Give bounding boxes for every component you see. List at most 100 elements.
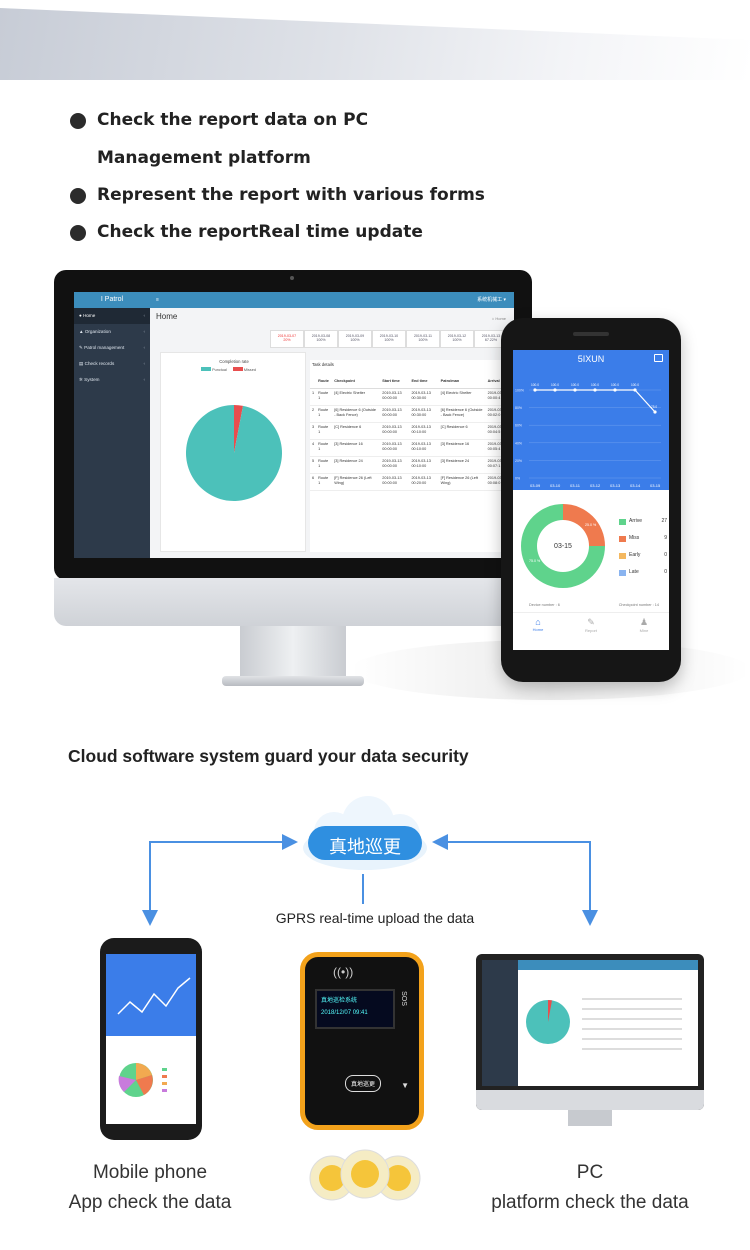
- top-banner: [0, 0, 750, 80]
- data-label: 100.0: [531, 383, 539, 387]
- table-cell: [4] Electric Shelter: [438, 388, 486, 406]
- sidebar-item-system[interactable]: ✲ System: [74, 372, 150, 388]
- tab-mine[interactable]: ♟Mine: [629, 617, 659, 633]
- date-label: 2019-03-13: [481, 334, 501, 338]
- date-label: 2019-03-07: [277, 334, 297, 338]
- device-screen-title: 真地巡检系统: [321, 998, 358, 1004]
- tab-label: Report: [584, 628, 597, 633]
- pie-slice-missed: [234, 405, 243, 453]
- small-monitor: [476, 954, 704, 1110]
- phone-speaker: [573, 332, 609, 336]
- rfid-tags: [309, 1149, 421, 1201]
- calendar-icon[interactable]: [654, 354, 663, 362]
- date-label: 2019-03-12: [447, 334, 467, 338]
- x-tick-label: 03-15: [650, 483, 661, 488]
- legend-value: 0: [664, 552, 667, 558]
- table-cell: Route 1: [316, 422, 333, 440]
- tab-label: Home: [532, 627, 544, 632]
- menu-toggle-icon[interactable]: ≡: [156, 297, 159, 303]
- y-tick-label: 0%: [515, 477, 520, 481]
- small-dashboard-chart: [526, 998, 682, 1050]
- data-point: [613, 388, 617, 392]
- caption-line: platform check the data: [491, 1192, 689, 1213]
- data-label: 100.0: [551, 383, 559, 387]
- table-cell: 2019-03-13 00:30:00: [409, 405, 439, 423]
- date-percent: 67.22%: [484, 338, 498, 342]
- table-cell: [3] Residence 24: [332, 456, 381, 474]
- data-point: [553, 388, 557, 392]
- column-header-index: [310, 374, 317, 389]
- sidebar-item-label: Check records: [84, 361, 115, 366]
- user-icon: ♟: [639, 617, 649, 627]
- column-header[interactable]: Checkpoint: [332, 374, 381, 389]
- pie-title: Completion rate: [219, 359, 249, 364]
- column-header[interactable]: Patrolman: [438, 374, 486, 389]
- data-label: 100.0: [611, 383, 619, 387]
- completion-pie-chart: [186, 405, 282, 501]
- donut-slice: [563, 504, 605, 546]
- small-app-header: [106, 954, 196, 1036]
- legend-missed: Missed: [232, 367, 256, 372]
- patrol-line-chart: 100%80%60%40%20%0%100.003-09100.003-1010…: [515, 383, 661, 488]
- column-header[interactable]: Route: [316, 374, 333, 389]
- tab-home[interactable]: ⌂Home: [523, 617, 553, 632]
- sidebar-item-home[interactable]: ● Home: [74, 308, 150, 324]
- upload-diagram: [142, 796, 598, 926]
- column-header[interactable]: End time: [409, 374, 439, 389]
- home-icon: ⌂: [491, 316, 496, 321]
- legend-swatch: [619, 536, 626, 542]
- date-percent: 100%: [350, 338, 360, 342]
- donut-slice: [521, 504, 605, 588]
- sidebar-item-patrol-management[interactable]: ✎ Patrol management: [74, 340, 150, 356]
- user-name: 系统机械工: [477, 297, 503, 303]
- y-tick-label: 100%: [515, 389, 524, 393]
- sidebar-item-organization[interactable]: ▲ Organization: [74, 324, 150, 340]
- gear-icon: ✲: [79, 377, 85, 382]
- feature-text: Check the report data on PC: [97, 110, 369, 130]
- sidebar-item-label: Organization: [84, 329, 111, 334]
- table-cell: Route 1: [316, 456, 333, 474]
- table-cell: [F] Residence 26 (Left Wing): [438, 473, 486, 491]
- brand-logo: I Patrol: [74, 292, 150, 308]
- table-cell: 2019-03-13 00:00:00: [380, 439, 410, 457]
- breadcrumb[interactable]: ⌂ Home: [492, 316, 506, 321]
- x-tick-label: 03-14: [630, 483, 641, 488]
- column-header[interactable]: Start time: [380, 374, 410, 389]
- table-cell: 4: [310, 439, 317, 457]
- user-menu[interactable]: 系统机械工 ▾: [477, 297, 506, 303]
- table-cell: 2019-03-13 00:30:00: [409, 388, 439, 406]
- tab-bar: ⌂Home ✎Report ♟Mine: [513, 612, 669, 650]
- feature-text: Represent the report with various forms: [97, 185, 485, 205]
- sidebar-item-label: Patrol management: [84, 345, 125, 350]
- table-cell: 2019-03-13 00:20:00: [409, 473, 439, 491]
- cloud-icon: [303, 796, 427, 870]
- sidebar-item-check-records[interactable]: ▤ Check records: [74, 356, 150, 372]
- date-label: 2019-03-09: [345, 334, 365, 338]
- y-tick-label: 60%: [515, 424, 522, 428]
- bullet-dot: [70, 113, 86, 129]
- cloud-label: 真地巡更: [329, 837, 401, 858]
- completion-panel: Completion rate Punctual Missed: [160, 352, 306, 552]
- table-cell: 1: [310, 388, 317, 406]
- play-icon[interactable]: ▼: [401, 1081, 409, 1090]
- sos-label: SOS: [400, 991, 408, 1006]
- tab-report[interactable]: ✎Report: [576, 617, 606, 633]
- device-screen-time: 2018/12/07 09:41: [321, 1010, 368, 1016]
